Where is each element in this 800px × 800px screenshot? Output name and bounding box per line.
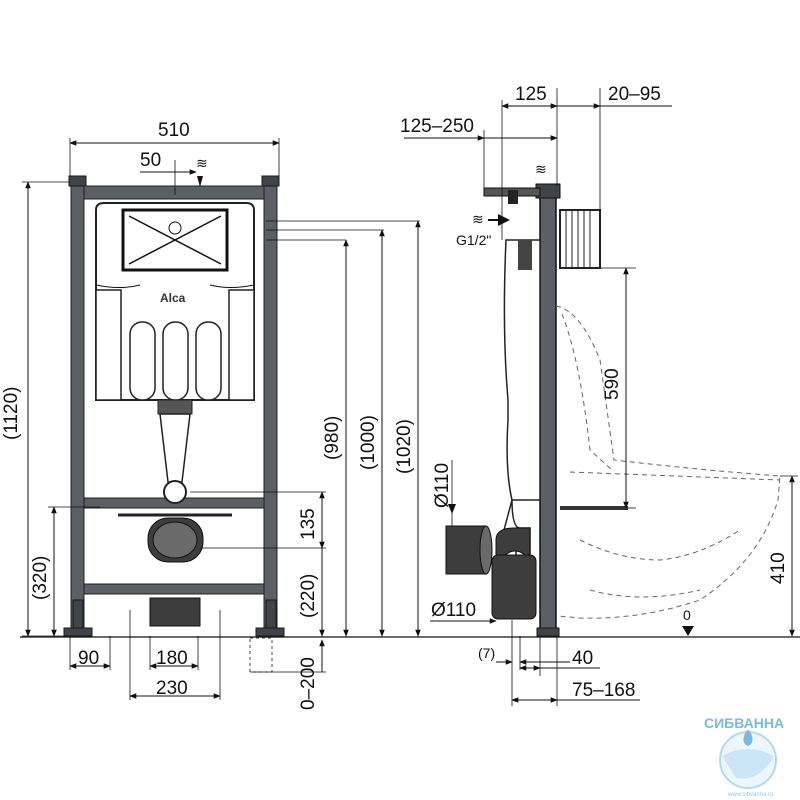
dim-75-168: 75–168	[572, 680, 635, 701]
dim-20-95: 20–95	[608, 84, 661, 105]
dim-590: 590	[602, 368, 623, 400]
dim-1020: (1020)	[394, 419, 415, 474]
dim-320: (320)	[30, 556, 51, 600]
inlet-flow-symbol: ≋	[472, 211, 484, 227]
dim-220: (220)	[298, 574, 319, 618]
dim-90: 90	[78, 648, 99, 669]
connection-g12: G1/2"	[456, 232, 491, 248]
dim-135: 135	[298, 508, 319, 540]
watermark-url: www.sibvanna.ru	[727, 792, 773, 798]
watermark-name: СИБВАННА	[704, 715, 784, 731]
watermark-logo: СИБВАННА www.sibvanna.ru	[704, 715, 784, 798]
dim-125-250: 125–250	[400, 116, 474, 137]
dim-410: 410	[768, 552, 789, 584]
brand-logo: Alca	[160, 291, 186, 305]
dim-d110-bottom: Ø110	[431, 600, 476, 621]
dim-1120: (1120)	[1, 386, 22, 440]
dim-510: 510	[158, 120, 190, 141]
top-flow-symbol: ≋	[535, 161, 547, 177]
dim-50: 50	[140, 150, 161, 171]
dim-7: (7)	[478, 645, 495, 661]
dim-d110-top: Ø110	[432, 463, 453, 508]
dim-230: 230	[156, 678, 188, 699]
dim-125: 125	[515, 84, 547, 105]
dim-180: 180	[156, 648, 188, 669]
dim-1000: (1000)	[358, 415, 379, 470]
dim-980: (980)	[322, 416, 343, 460]
floor-zero: 0	[683, 607, 691, 623]
side-frame	[445, 183, 628, 637]
dim-40: 40	[572, 648, 593, 669]
water-inlet-symbol: ≋	[196, 155, 208, 171]
dim-0-200: 0–200	[298, 657, 319, 710]
flush-tank: Alca	[95, 202, 255, 627]
toilet-outline	[555, 305, 781, 619]
